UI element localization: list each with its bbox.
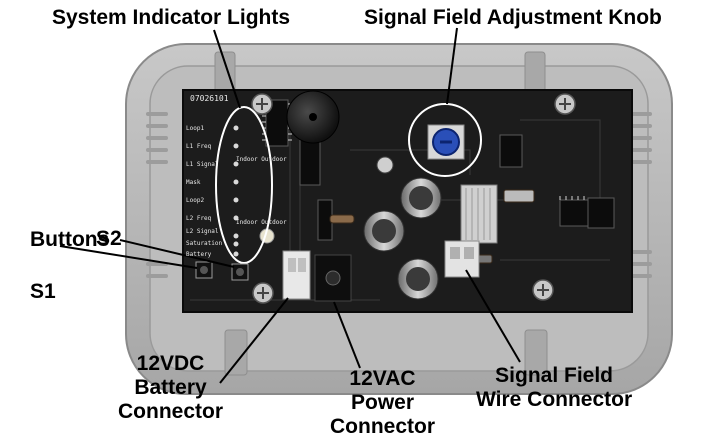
label-signal-field-adjustment-knob: Signal Field Adjustment Knob (364, 6, 662, 29)
indicator-row-label: Loop1 (186, 125, 205, 132)
label-wire-connector: Signal Field Wire Connector (476, 364, 633, 411)
board-part-number: 07026101 (190, 94, 229, 103)
leader-lines (59, 27, 521, 384)
label-s2: S2 (96, 227, 122, 250)
indicator-row-label: L1 Signal (186, 161, 219, 168)
power-connector-part (314, 254, 352, 302)
indicator-leds (233, 125, 239, 257)
capacitors (363, 156, 442, 300)
button-switches (195, 261, 249, 281)
leader-s1 (59, 245, 198, 269)
mode-label: Indoor Outdoor (236, 219, 287, 226)
label-power-connector: 12VAC Power Connector (330, 367, 435, 438)
heat-sink (460, 184, 498, 244)
housing-vents (146, 112, 652, 278)
leader-power (333, 301, 361, 369)
mode-label: Indoor Outdoor (236, 156, 287, 163)
label-buttons: Buttons S1 (30, 201, 109, 331)
indicator-row-label: Mask (186, 179, 201, 186)
housing-tabs (214, 51, 548, 376)
indicator-row-label: L2 Signal (186, 228, 219, 235)
leader-knob (446, 27, 458, 105)
leader-s2 (119, 239, 235, 268)
wire-connector-part (444, 240, 480, 278)
adjustment-knob (427, 124, 465, 160)
label-buttons-title: Buttons (30, 228, 110, 251)
ic-chips (265, 99, 615, 241)
mounting-screws (251, 93, 576, 304)
leader-wire (465, 269, 521, 363)
knob-highlight (408, 103, 482, 177)
indicator-lights-highlight (215, 106, 273, 264)
battery-connector-part (282, 250, 311, 300)
indicator-row-label: Saturation (186, 240, 223, 247)
label-battery-connector: 12VDC Battery Connector (118, 352, 223, 423)
indicator-row-label: L2 Freq (186, 215, 212, 222)
indicator-row-label: L1 Freq (186, 143, 212, 150)
indicator-row-label: Battery (186, 251, 212, 258)
indicator-row-label: Loop2 (186, 197, 205, 204)
leader-indicators (213, 29, 241, 109)
leader-battery (219, 297, 289, 384)
label-s1: S1 (30, 280, 56, 303)
label-system-indicator-lights: System Indicator Lights (52, 6, 291, 29)
